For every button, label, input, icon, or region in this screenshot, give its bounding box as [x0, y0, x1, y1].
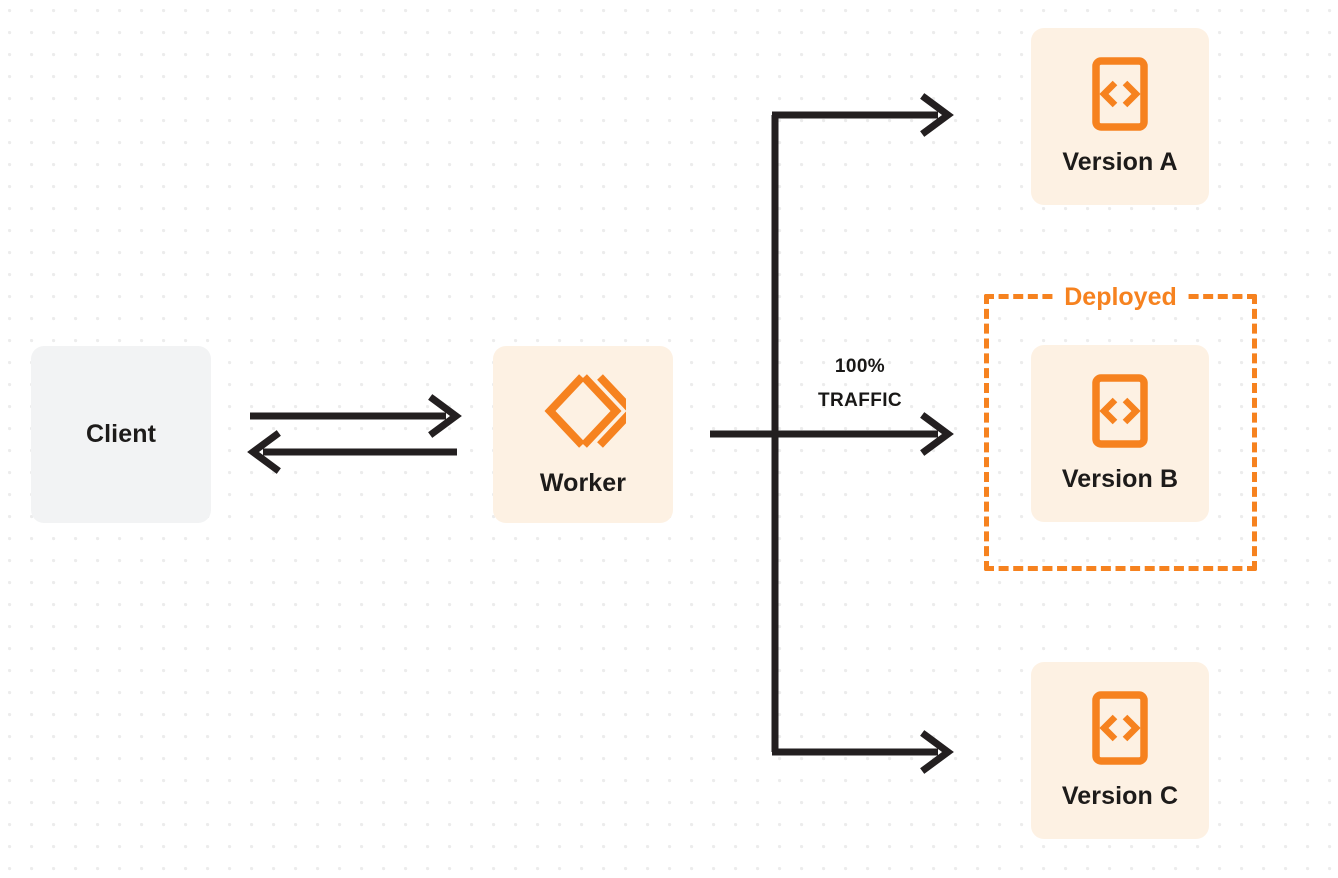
group-deployed-label: Deployed [1054, 281, 1187, 313]
node-version-a-label: Version A [1062, 148, 1178, 176]
code-file-icon [1091, 373, 1149, 449]
edge-worker-to-version-a [772, 93, 954, 137]
cloudflare-workers-icon [540, 371, 638, 451]
node-version-b[interactable]: Version B [1031, 345, 1209, 522]
traffic-label: 100% TRAFFIC [786, 350, 934, 418]
node-version-c-label: Version C [1061, 782, 1179, 810]
node-version-a[interactable]: Version A [1031, 28, 1209, 205]
code-file-icon [1091, 690, 1149, 766]
traffic-percent: 100% [834, 356, 886, 377]
edge-worker-to-version-b [710, 412, 954, 456]
node-version-b-label: Version B [1061, 465, 1179, 493]
edge-client-to-worker [250, 394, 462, 438]
group-deployed: Deployed [984, 281, 1257, 571]
node-worker-label: Worker [539, 469, 627, 497]
edge-worker-to-version-c [772, 730, 954, 774]
node-version-c[interactable]: Version C [1031, 662, 1209, 839]
node-client-label: Client [85, 420, 157, 448]
node-worker[interactable]: Worker [493, 346, 673, 523]
traffic-unit: TRAFFIC [817, 390, 903, 411]
edge-worker-to-client [247, 430, 457, 474]
node-client[interactable]: Client [31, 346, 211, 523]
code-file-icon [1091, 56, 1149, 132]
